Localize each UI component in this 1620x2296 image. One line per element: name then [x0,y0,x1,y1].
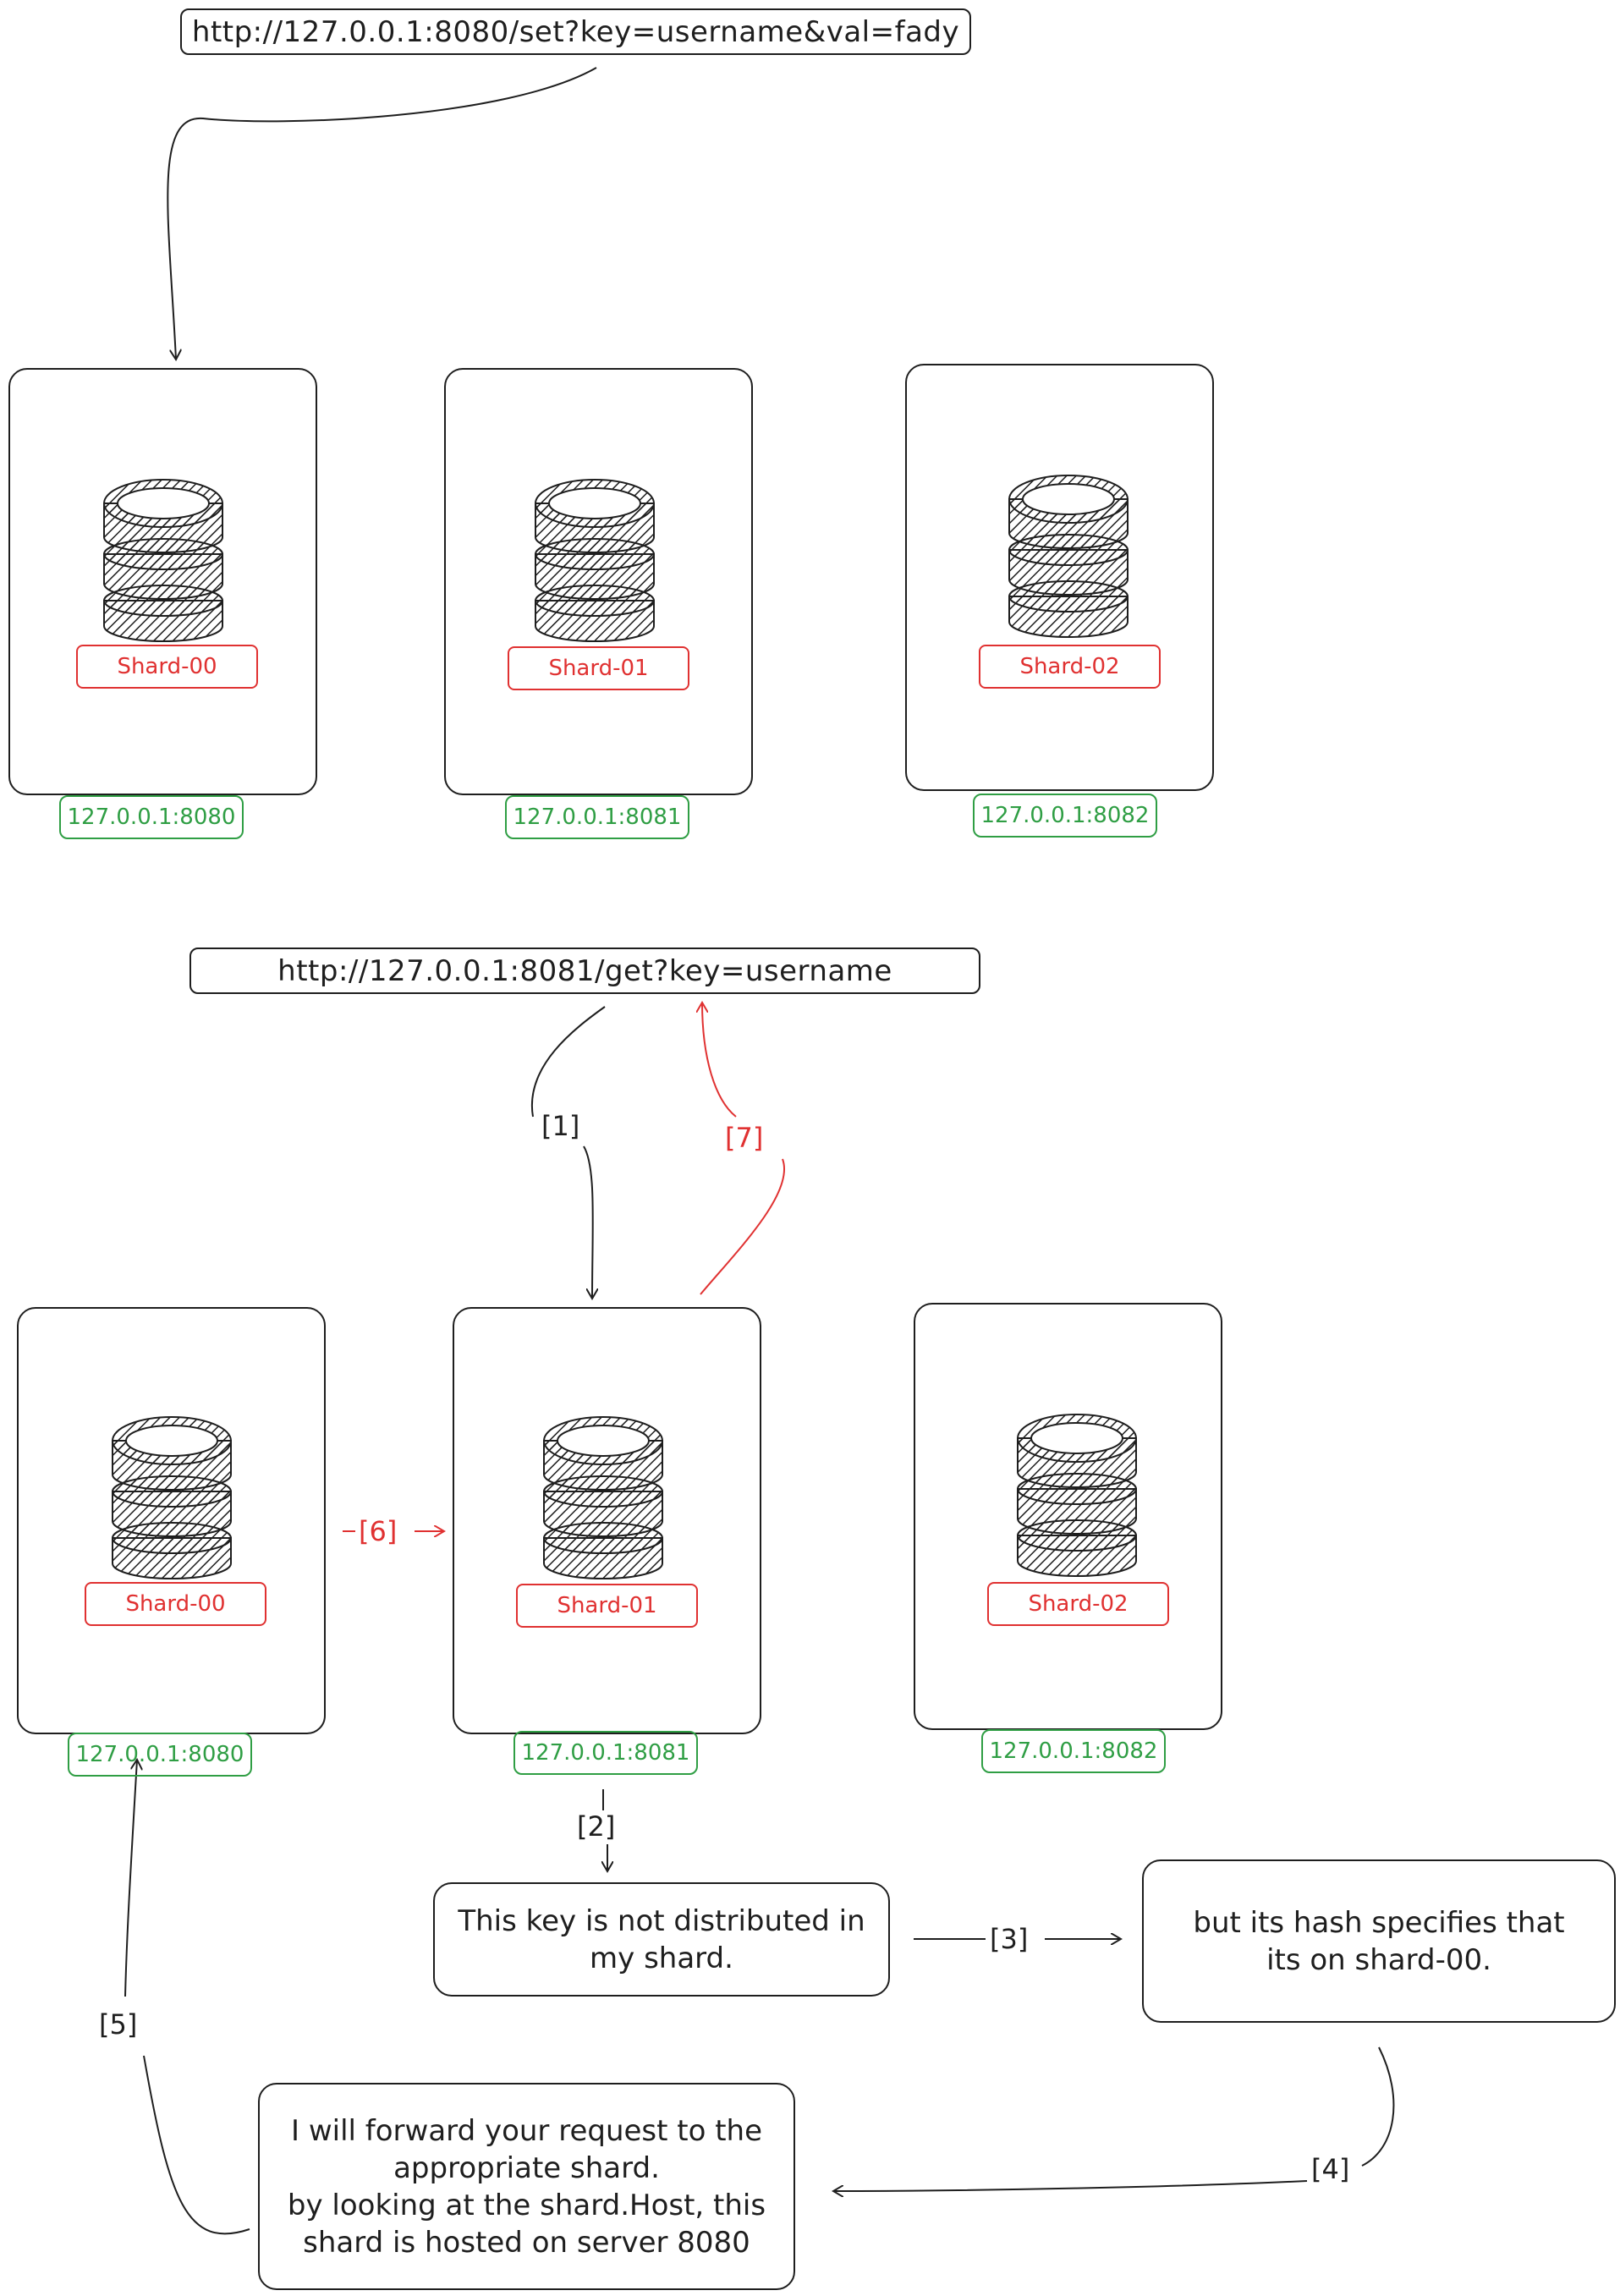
step5-arrow [143,2055,250,2235]
host-label-bottom-2: 127.0.0.1:8082 [981,1729,1166,1773]
host-label-top-0: 127.0.0.1:8080 [59,795,244,839]
database-icon [543,1416,663,1579]
set-arrow [167,67,597,360]
host-label-bottom-0: 127.0.0.1:8080 [68,1733,252,1777]
shard-label-bottom-2: Shard-02 [987,1582,1169,1626]
shard-label-bottom-0: Shard-00 [85,1582,266,1626]
set-request-url: http://127.0.0.1:8080/set?key=username&v… [180,8,971,55]
step-7-label: [7] [723,1122,766,1154]
note-hash-specifies: but its hash specifies that its on shard… [1142,1859,1616,2023]
step1-arrow [530,1006,606,1118]
database-icon [1008,475,1129,638]
database-icon [112,1416,232,1579]
note-not-in-shard: This key is not distributed in my shard. [433,1882,890,1997]
server-box-top-0 [8,368,317,795]
step7-arrow [700,1158,785,1295]
shard-label-bottom-1: Shard-01 [516,1584,698,1628]
host-label-top-1: 127.0.0.1:8081 [505,795,689,839]
host-label-top-2: 127.0.0.1:8082 [973,794,1157,838]
host-label-bottom-1: 127.0.0.1:8081 [513,1731,698,1775]
get-request-url: http://127.0.0.1:8081/get?key=username [189,948,980,994]
server-box-top-2 [905,364,1214,791]
step-3-label: [3] [988,1923,1030,1955]
database-icon [1017,1414,1137,1577]
note-forward-request: I will forward your request to the appro… [258,2083,795,2290]
step4-arrow [1361,2046,1395,2167]
shard-label-top-2: Shard-02 [979,645,1161,689]
database-icon [535,479,655,642]
database-icon [103,479,223,642]
shard-label-top-1: Shard-01 [508,646,689,690]
step-4-label: [4] [1310,2153,1352,2185]
step-5-label: [5] [97,2008,140,2041]
shard-label-top-0: Shard-00 [76,645,258,689]
step-1-label: [1] [540,1110,582,1142]
step-6-label: [6] [357,1515,399,1547]
server-box-bottom-1 [453,1307,761,1734]
step-2-label: [2] [575,1810,618,1843]
server-box-top-1 [444,368,753,795]
